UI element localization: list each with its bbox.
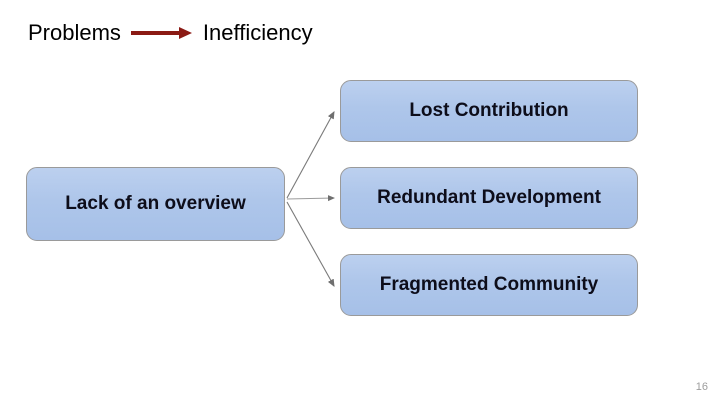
connector-to-lost-contribution	[286, 111, 335, 199]
node-label: Fragmented Community	[379, 273, 599, 295]
node-label: Lack of an overview	[65, 192, 246, 214]
node-lost-contribution[interactable]: Lost Contribution	[340, 80, 638, 142]
header-statement: Problems Inefficiency	[28, 18, 313, 48]
right-arrow-icon	[130, 26, 193, 40]
connector-to-redundant-development	[286, 195, 335, 202]
node-label: Redundant Development	[377, 186, 601, 208]
node-lack-of-an-overview[interactable]: Lack of an overview	[26, 167, 285, 241]
node-label: Lost Contribution	[409, 99, 569, 121]
arrow-head	[178, 27, 192, 39]
header-effect-label: Inefficiency	[202, 20, 313, 45]
arrow-shaft	[130, 31, 183, 35]
node-redundant-development[interactable]: Redundant Development	[340, 167, 638, 229]
connector-to-fragmented-community	[286, 201, 335, 287]
page-number: 16	[695, 381, 708, 393]
node-fragmented-community[interactable]: Fragmented Community	[340, 254, 638, 316]
header-cause-label: Problems	[28, 20, 121, 45]
